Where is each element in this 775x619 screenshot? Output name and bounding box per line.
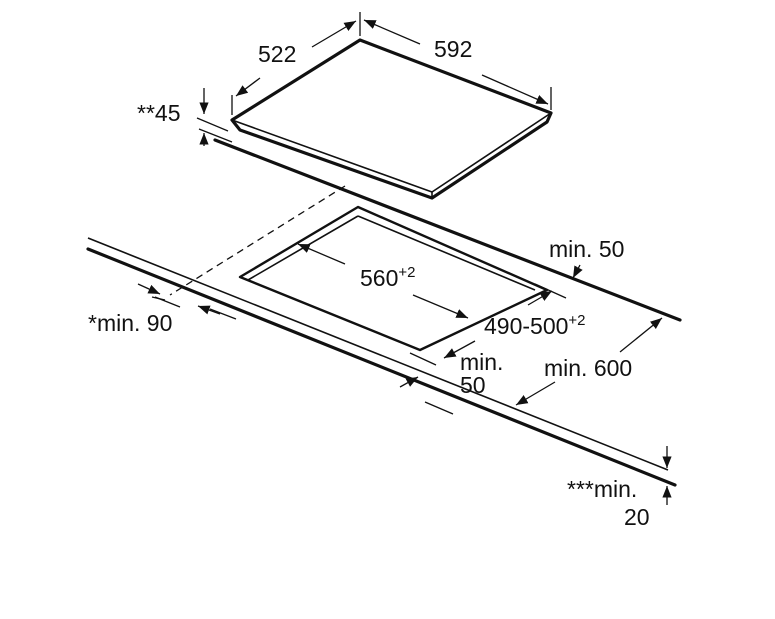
label-hob-height: **45 <box>137 100 180 126</box>
worktop-front-edge-bottom <box>86 247 677 487</box>
worktop-back-edge <box>213 138 682 322</box>
label-front-clearance-2: 50 <box>460 372 486 398</box>
cutout-width-tolerance: +2 <box>398 264 415 281</box>
cutout-width-value: 560 <box>360 265 398 291</box>
label-worktop-thickness-2: 20 <box>624 504 650 530</box>
cutout-depth-value: 490-500 <box>484 313 568 339</box>
label-cutout-depth: 490-500+2 <box>484 312 586 339</box>
label-cutout-width: 560+2 <box>360 264 415 291</box>
label-side-clearance: *min. 90 <box>88 310 172 336</box>
dashed-projection <box>169 185 346 296</box>
label-back-clearance: min. 50 <box>549 236 624 262</box>
cutout-depth-tolerance: +2 <box>568 312 585 329</box>
label-hob-width: 592 <box>434 36 472 62</box>
worktop-front-edge-top <box>87 237 669 471</box>
label-worktop-thickness-1: ***min. <box>567 476 637 502</box>
label-worktop-depth: min. 600 <box>544 355 632 381</box>
hob-drawing <box>230 38 553 200</box>
label-front-clearance-1: min. <box>460 349 503 375</box>
dimension-lines <box>137 12 672 505</box>
label-hob-depth: 522 <box>258 41 296 67</box>
